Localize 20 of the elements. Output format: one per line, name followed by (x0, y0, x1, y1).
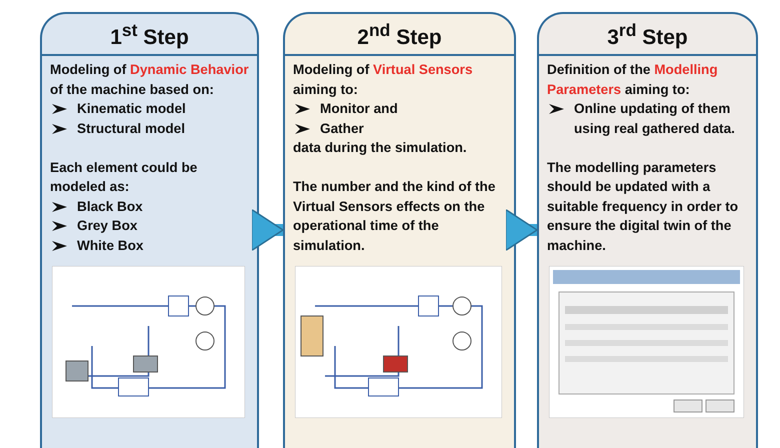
bullet-text: Monitor and (320, 100, 399, 118)
bullet-text: White Box (77, 236, 144, 254)
bullet-text: Online updating of them using real gathered data. (574, 100, 736, 138)
bullet-text: Black Box (77, 198, 144, 216)
bullet-text: Grey Box (77, 217, 138, 235)
arrow (505, 208, 538, 252)
description-text: Modeling of Virtual Sensors aiming to: (293, 61, 474, 99)
bullet-text: Gather (320, 120, 365, 138)
step-title: 1$^{st}$ Step (110, 20, 189, 50)
bullet-text: Kinematic model (77, 100, 187, 118)
description-text: Modeling of Dynamic Behavior of the machine based on: (50, 61, 250, 98)
description-text: Definition of the Modelling Parameters aiming to: (547, 61, 719, 99)
bullet-text: Structural model (77, 120, 186, 138)
description-text: The modelling parameters should be updated with a suitable frequency in order to ensure the digital twin of the machine. (547, 158, 740, 254)
step-title: 3$^{rd}$ Step (607, 20, 688, 50)
description-text: The number and the kind of the Virtual Sensors effects on the operational time of the simulation. (293, 178, 496, 254)
description-text: data during the simulation. (293, 139, 468, 157)
description-text: Each element could be modeled as: (50, 158, 198, 196)
step-title: 2$^{nd}$ Step (357, 20, 442, 50)
arrow (251, 208, 284, 252)
